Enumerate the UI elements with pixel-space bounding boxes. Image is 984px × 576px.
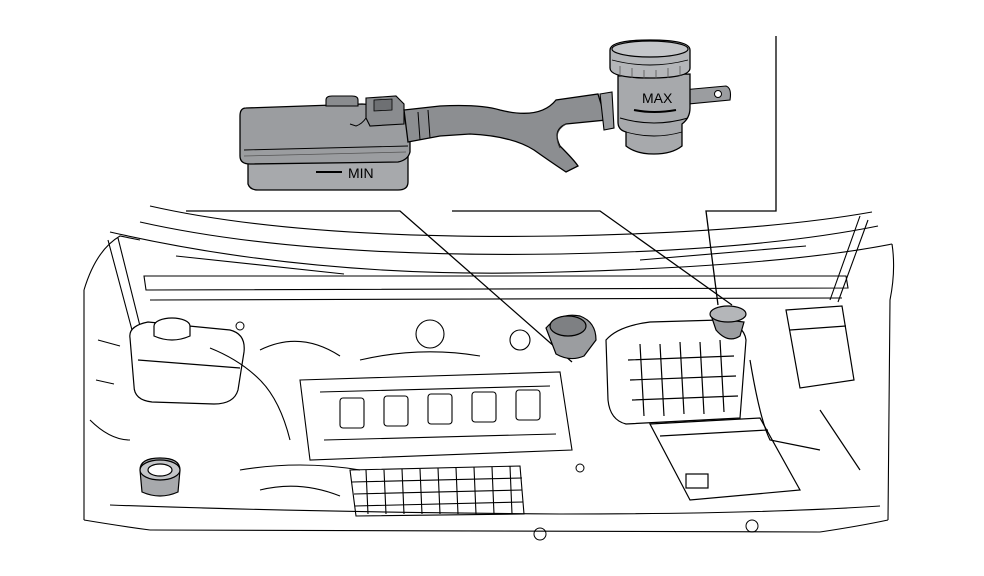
coolant-reservoir-inset: MIN	[239, 95, 411, 191]
fuse-box	[749, 305, 861, 471]
battery	[649, 417, 801, 501]
coolant-tank	[129, 317, 245, 405]
brake-reservoir-location	[709, 305, 747, 340]
max-label: MAX	[642, 90, 673, 106]
washer-reservoir	[139, 457, 181, 497]
callout-lines	[186, 36, 777, 363]
brake-fluid-reservoir-inset: MAX	[609, 39, 732, 155]
min-label: MIN	[348, 165, 374, 181]
connecting-hose	[403, 91, 615, 173]
engine-bay-outline	[83, 205, 895, 533]
air-intake-hose	[545, 314, 597, 360]
engine-bay-details	[95, 321, 759, 541]
engine-block	[89, 319, 573, 517]
